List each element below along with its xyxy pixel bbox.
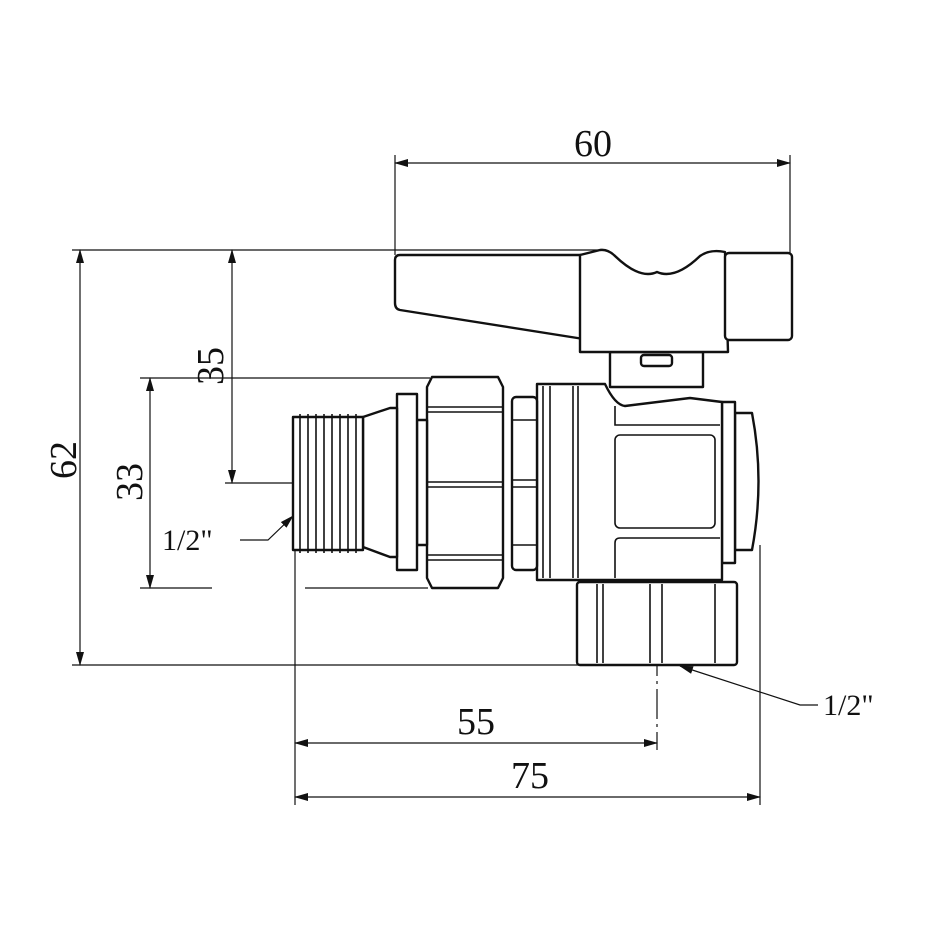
dim-33-label: 33 xyxy=(109,463,151,501)
dimension-lines xyxy=(76,159,818,801)
valve-handle xyxy=(393,248,794,389)
valve-body xyxy=(291,375,760,667)
dim-55-label: 55 xyxy=(457,701,495,743)
inlet-thread-label: 1/2" xyxy=(162,524,213,557)
outlet-thread-label: 1/2" xyxy=(823,689,874,722)
dim-75-label: 75 xyxy=(511,755,549,797)
dim-62-label: 62 xyxy=(43,441,85,479)
dim-35-label: 35 xyxy=(190,347,232,385)
thread-lines xyxy=(299,414,357,553)
dim-60-label: 60 xyxy=(574,123,612,165)
